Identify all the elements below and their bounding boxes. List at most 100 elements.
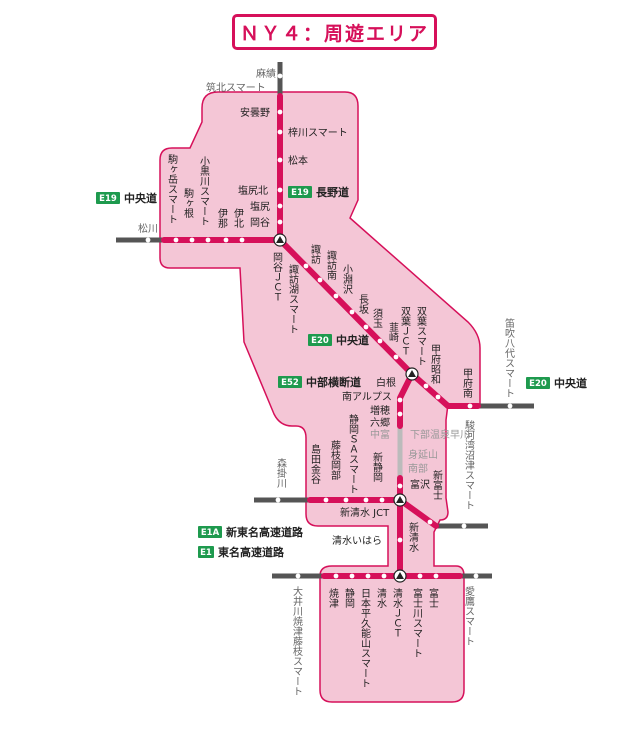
ic-dot-suwa [317,277,323,283]
label-masuho: 増穂 [370,404,390,417]
jct-shimizu-triangle-icon [396,572,404,579]
label-komagane: 駒ヶ根 [182,188,194,219]
ic-dot-nagasaka [363,324,369,330]
label-shinfuji: 新富士 [431,469,443,500]
ic-dot-fujiedaokabe [343,497,349,503]
ic-dot-futaba [423,383,429,389]
label-fujimizawa: 富沢 [410,478,430,491]
ic-dot-matsumoto [277,157,283,163]
label-suruga: 駿河湾沼津スマート [463,419,475,510]
label-shinshimizu: 新清水 [407,521,419,552]
label-fujiedaokabe: 藤枝岡部 [329,440,341,481]
ic-dot-kofushowa [435,394,441,400]
jct-futaba-triangle-icon [408,370,416,377]
route-badge-e1: E1 東名高速道路 [198,545,285,559]
ic-dot-matsukawa [145,237,151,243]
ic-dot-suruga [461,523,467,529]
jct-okaya-triangle-icon [276,236,284,243]
route-name: 中央道 [554,376,587,390]
label-shimizu-ihara: 清水いはら [332,534,382,547]
label-morikake: 森掛川 [275,457,287,488]
label-shiojirikita: 塩尻北 [238,184,268,197]
label-okaya-jct: 岡谷ＪＣＴ [271,252,283,302]
route-code: E19 [291,188,309,198]
label-futaba: 双葉スマート [415,306,427,366]
ic-dot-kobuchisawa [349,309,355,315]
label-chikuhoku: 筑北スマート [206,81,266,94]
route-name: 長野道 [316,185,349,199]
label-nanbu: 南部 [408,462,428,475]
map-title-box: ＮＹ４：周遊エリア [232,14,437,50]
label-minamialps: 南アルプス [342,390,392,403]
route-name: 中央道 [124,191,157,205]
label-shizuoka-sa: 静岡ＳＡスマート [347,413,359,494]
ic-dot-nirasaki [393,354,399,360]
ic-dot-okaya [277,219,283,225]
label-inakita: 伊北 [232,208,244,228]
label-shimizu-jct: 清水ＪＣＴ [391,587,403,638]
ic-dot-shizuoka [349,573,355,579]
ic-dot-shinshizuoka [379,497,385,503]
ic-dot-fuefuki [507,403,513,409]
label-kofuminami: 甲府南 [461,368,473,398]
route-code: E52 [281,378,299,388]
label-futaba-jct: 双葉ＪＣＴ [399,306,411,356]
ic-dot-shirane [397,397,403,403]
jct-shinshimizu-triangle-icon [396,496,404,503]
ic-dot-ina [223,237,229,243]
label-fujikawa: 富士川スマート [411,587,423,658]
label-aitaka: 愛鷹スマート [463,585,475,646]
label-shinshimizu-jct: 新清水 JCT [340,506,390,519]
ic-dot-shinfuji [427,519,433,525]
label-komagatake: 駒ヶ岳スマート [166,154,178,224]
route-code: E1A [201,528,220,538]
label-suwako: 諏訪湖スマート [287,263,299,334]
label-shiojiri: 塩尻 [250,200,270,213]
label-oi: 大井川焼津藤枝スマート [291,585,303,696]
ic-dot-shimizu-ihara [397,537,403,543]
ic-dot-azumino [277,109,283,115]
label-matsumoto: 松本 [288,154,308,167]
label-nihondaira: 日本平久能山スマート [359,588,371,688]
route-name: 中央道 [336,333,369,347]
label-shinshizuoka: 新静岡 [371,451,383,483]
label-shimobe: 下部温泉早川 [410,428,470,441]
map-title: ＮＹ４：周遊エリア [239,22,429,45]
ic-dot-komagatake [173,237,179,243]
ic-dot-shizuoka-sa [363,497,369,503]
ic-dot-komagane [189,237,195,243]
ic-dot-masuho [397,411,403,417]
label-nagasaka: 長坂 [357,294,369,315]
route-code: E1 [200,548,212,558]
label-azumino: 安曇野 [240,106,270,119]
label-kobayashi: 小黒川スマート [198,156,210,226]
label-nakatomi: 中富 [370,428,390,441]
label-azusagawa: 梓川スマート [288,126,348,139]
label-nirasaki: 韮崎 [387,322,399,342]
label-kobuchisawa: 小淵沢 [341,264,353,295]
route-badge-e19-chuo: E19 中央道 [96,191,157,205]
ic-dot-kobayashi [205,237,211,243]
ic-dot-shimizu [381,573,387,579]
ic-dot-yaizu [333,573,339,579]
label-asai: 麻績 [256,67,276,80]
label-rokugo: 六郷 [370,417,390,429]
ic-dot-asai [277,73,283,79]
route-chuo-do-east [277,237,481,409]
route-badge-e19-nagano: E19 長野道 [288,185,349,199]
ic-dot-shiojirikita [277,187,283,193]
interchange-dots [145,73,513,579]
label-shizuoka: 静岡 [343,587,355,609]
label-sudama: 須玉 [371,308,383,328]
route-badge-e52: E52 中部横断道 [278,375,361,389]
label-fuefuki: 笛吹八代スマート [503,317,515,398]
label-matsukawa: 松川 [138,222,158,235]
ic-dot-kofuminami [467,403,473,409]
route-code: E20 [529,379,547,389]
ic-dot-sudama [377,338,383,344]
route-code: E19 [99,194,117,204]
label-okaya: 岡谷 [250,217,270,229]
ic-dot-fujikawa [417,573,423,579]
label-suwa: 諏訪 [309,243,321,265]
